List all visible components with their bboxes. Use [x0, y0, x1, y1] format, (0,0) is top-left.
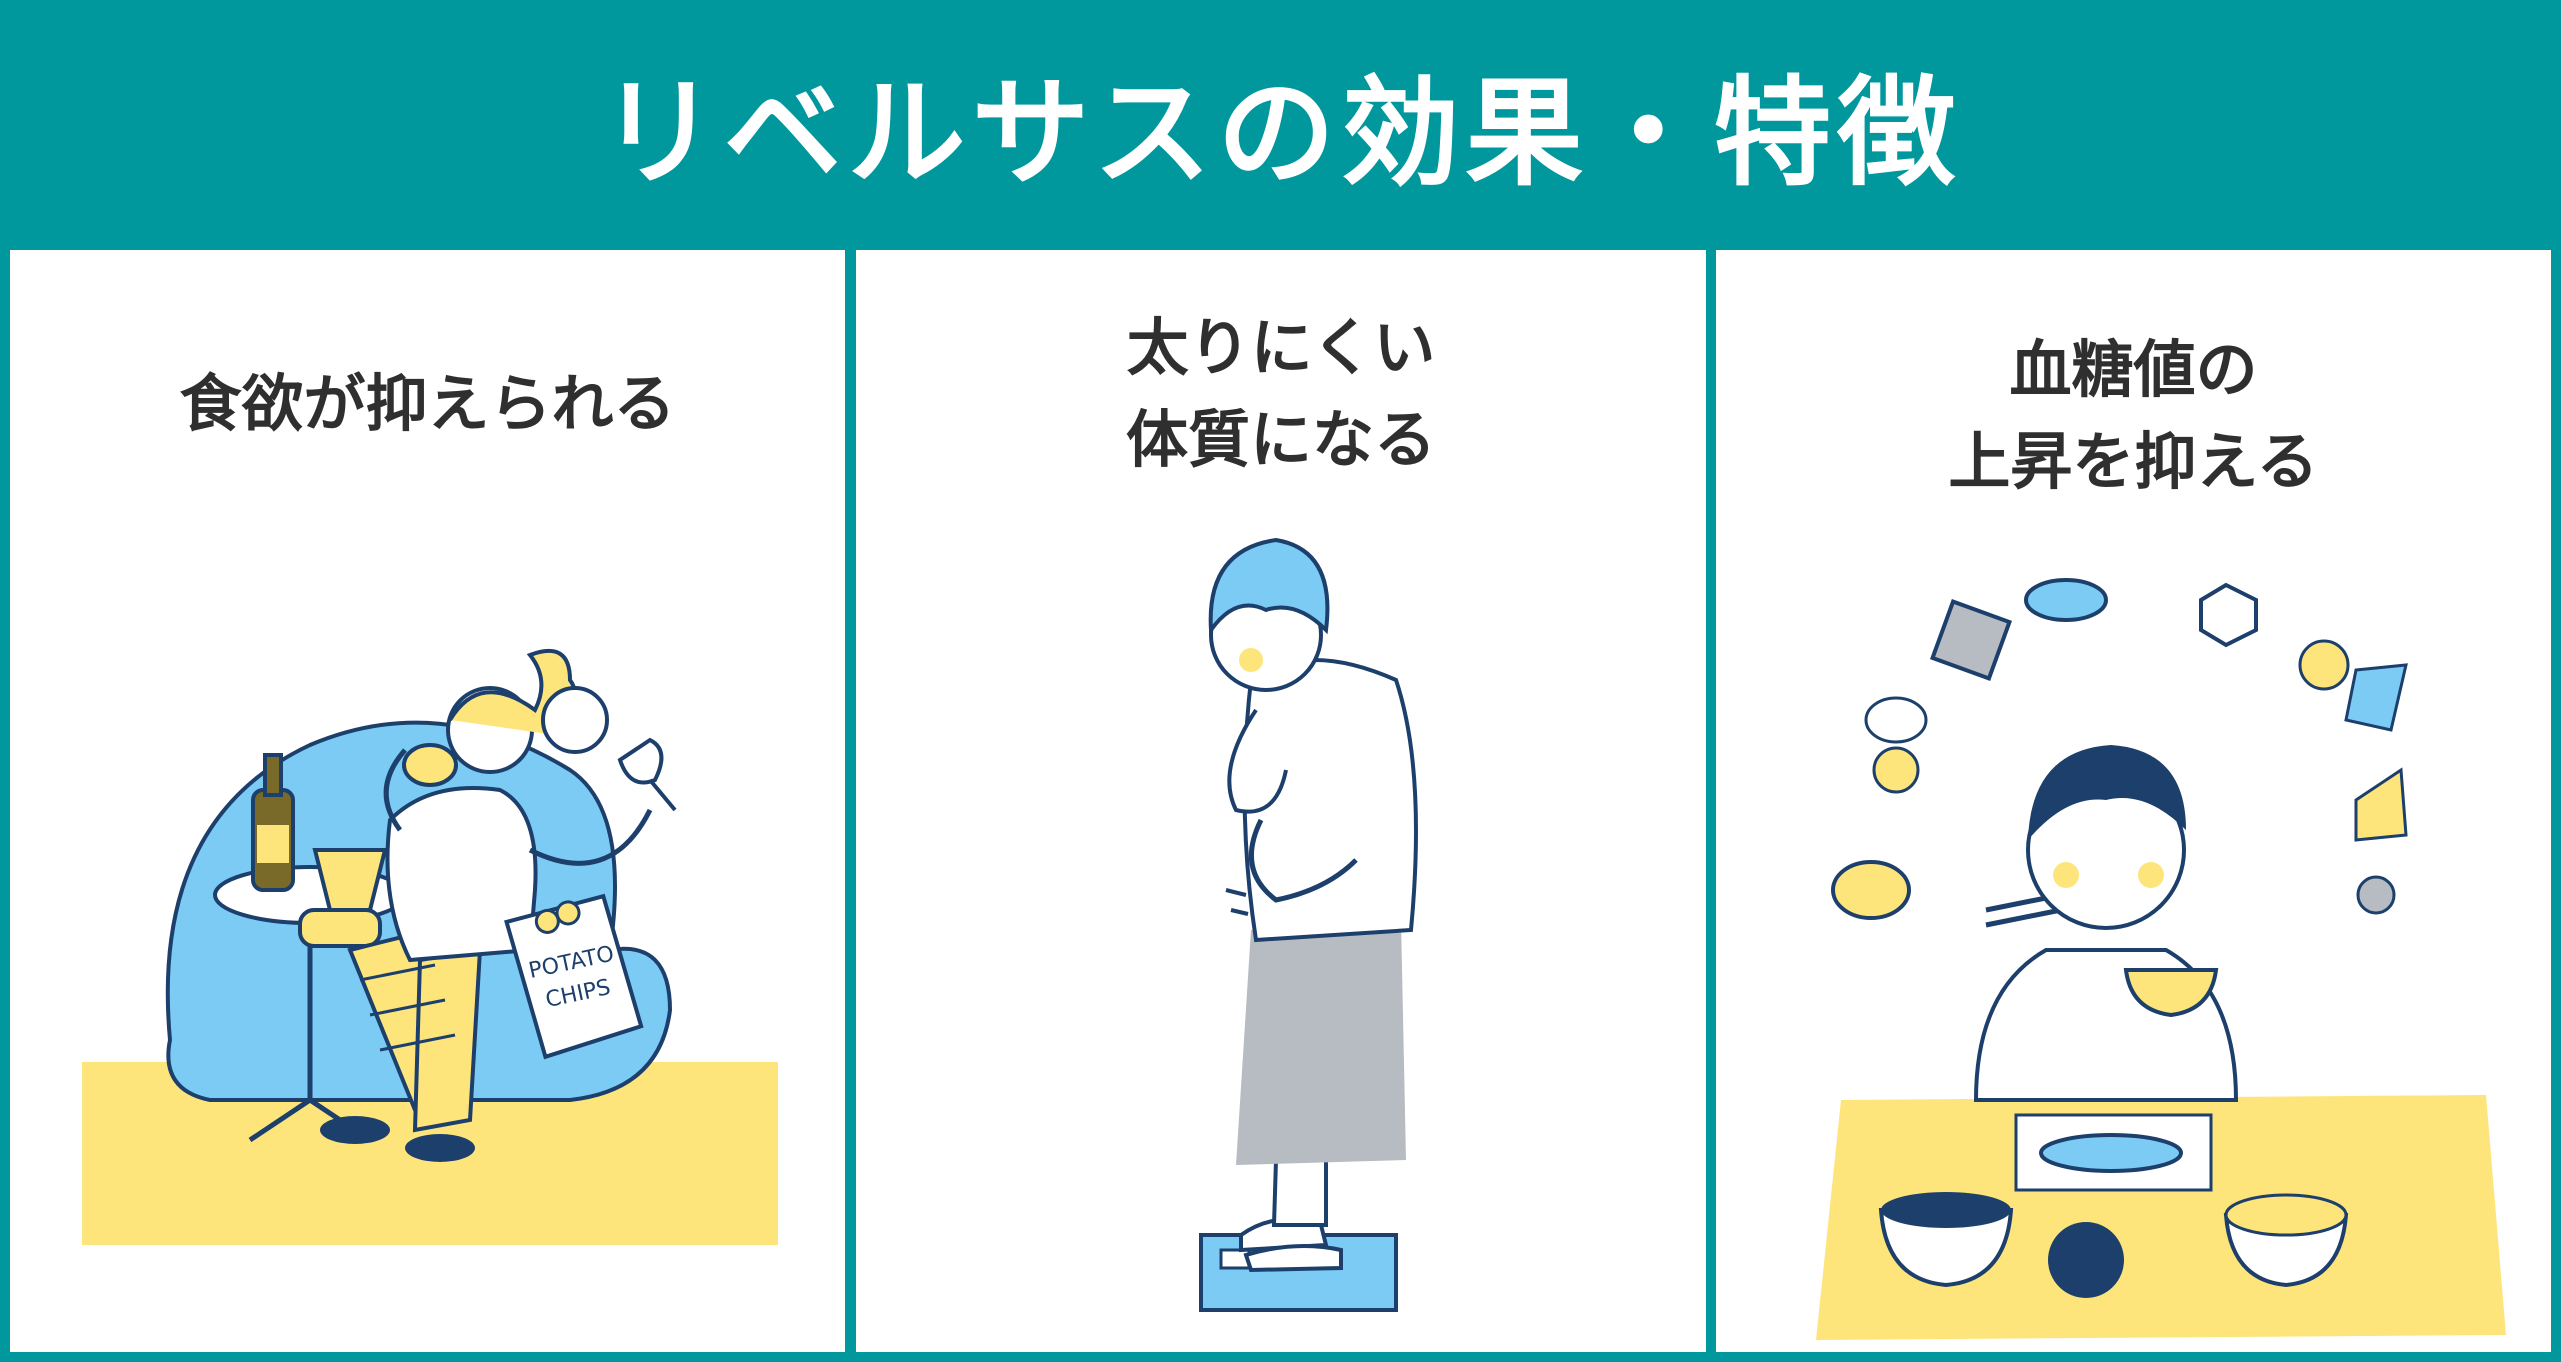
panel-caption: 太りにくい 体質になる [856, 302, 1706, 486]
couch-snacking-icon: POTATO CHIPS [82, 649, 778, 1245]
caption-line: 体質になる [1125, 403, 1436, 476]
caption-line: 太りにくい [1126, 311, 1436, 384]
panel-blood-sugar: 血糖値の 上昇を抑える [1716, 250, 2551, 1352]
panel-caption: 血糖値の 上昇を抑える [1716, 324, 2551, 508]
panel-caption: 食欲が抑えられる [10, 358, 845, 450]
header-bar: リベルサスの効果・特徴 [0, 0, 2561, 245]
caption-line: 食欲が抑えられる [179, 367, 676, 440]
person-on-scale-icon [1199, 537, 1418, 1312]
panel-weight: 太りにくい 体質になる [856, 250, 1706, 1352]
panel-appetite: 食欲が抑えられる [10, 250, 845, 1352]
caption-line: 上昇を抑える [1948, 425, 2319, 498]
caption-line: 血糖値の [2009, 333, 2258, 406]
person-eating-meal-icon [1816, 578, 2506, 1340]
page-title: リベルサスの効果・特徴 [599, 64, 1962, 202]
